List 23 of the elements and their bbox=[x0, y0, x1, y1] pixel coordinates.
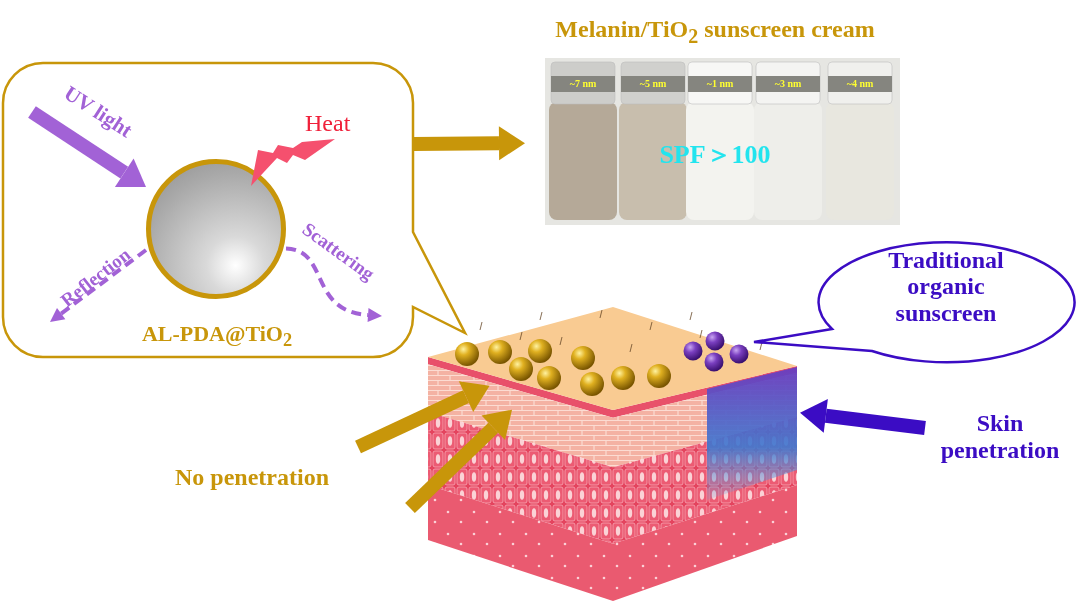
arrow bbox=[412, 126, 525, 161]
arrow bbox=[28, 106, 146, 187]
size-label: ~7 nm bbox=[568, 78, 598, 89]
arrow bbox=[50, 248, 148, 322]
arrow bbox=[355, 381, 490, 454]
bubble-text: Traditional organic sunscreen bbox=[887, 247, 1005, 327]
speech-bubble bbox=[752, 238, 1078, 366]
spf-label: SPF＞100 bbox=[658, 139, 772, 171]
size-label: ~1 nm bbox=[705, 78, 735, 89]
edge-label: UV light bbox=[59, 81, 137, 143]
arrow bbox=[800, 398, 926, 435]
annotation-text: Skin penetration bbox=[939, 410, 1061, 464]
particle-label: AL-PDA@TiO$_{2}$ bbox=[140, 322, 294, 351]
arrow bbox=[285, 246, 382, 322]
size-label: ~4 nm bbox=[845, 78, 875, 89]
callout-bubble bbox=[0, 60, 470, 360]
annotation-text: No penetration bbox=[175, 464, 329, 491]
photo-title: Melanin/TiO$_{2}$ sunscreen cream bbox=[554, 16, 876, 47]
heat-label: Heat bbox=[305, 110, 351, 137]
arrow bbox=[405, 409, 512, 514]
skin-layers-drawing bbox=[426, 305, 800, 604]
size-label: ~5 nm bbox=[638, 78, 668, 89]
size-label: ~3 nm bbox=[773, 78, 803, 89]
